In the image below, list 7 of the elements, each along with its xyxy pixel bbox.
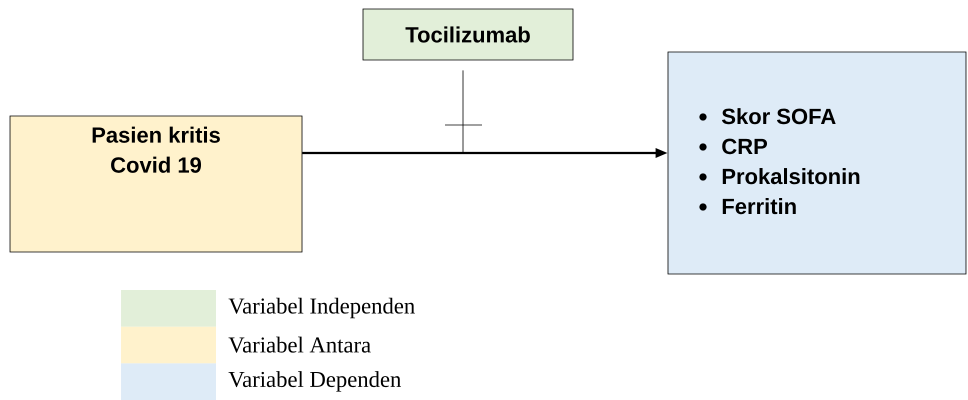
variable-box: Tocilizumab [362, 8, 574, 60]
variable-box: Skor SOFA CRP Prokalsitonin Ferritin [668, 52, 966, 274]
legend-text: Variabel Antara [228, 336, 371, 353]
variable-box: Pasien kritis Covid 19 [10, 116, 302, 252]
connector-line [462, 70, 464, 154]
legend-text: Variabel Independen [228, 298, 415, 318]
legend-text: Variabel Dependen [228, 371, 402, 392]
